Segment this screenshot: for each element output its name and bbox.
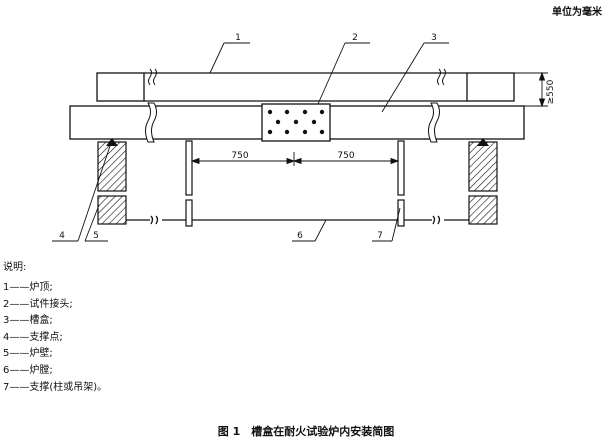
furnace-wall-right: [468, 141, 498, 225]
legend-title: 说明:: [3, 262, 27, 273]
trough-break-marks: [145, 102, 440, 143]
unit-note: 单位为毫米: [552, 7, 602, 18]
legend-item-furnace-wall: 5——炉壁;: [3, 348, 53, 360]
legend-item-furnace-chamber: 6——炉膛;: [3, 364, 53, 376]
furnace-wall-left: [97, 141, 127, 225]
support-points: [106, 138, 489, 146]
dimension-height: ≥550: [546, 79, 556, 104]
roof-break-marks: [148, 68, 446, 86]
furnace-chamber: [126, 215, 469, 225]
dimension-right-span: 750: [337, 151, 354, 161]
callout-6: 6: [297, 231, 303, 241]
callout-1: 1: [235, 33, 241, 43]
callout-2: 2: [352, 33, 358, 43]
callout-7: 7: [377, 231, 383, 241]
legend-item-cable-trough: 3——槽盒;: [3, 315, 53, 327]
legend-list: 1——炉顶; 2——试件接头; 3——槽盒; 4——支撑点; 5——炉壁; 6—…: [3, 280, 107, 396]
callout-4: 4: [59, 231, 65, 241]
callout-leaders: [52, 42, 449, 242]
furnace-roof: [96, 72, 515, 102]
dimension-left-span: 750: [231, 151, 248, 161]
legend-item-support-point: 4——支撑点;: [3, 331, 63, 343]
dimension-lines: [190, 71, 548, 166]
legend-item-furnace-roof: 1——炉顶;: [3, 282, 53, 293]
callout-3: 3: [431, 33, 437, 43]
callout-5: 5: [93, 231, 99, 241]
legend-item-support: 7——支撑(柱或吊架)。: [3, 381, 108, 393]
legend-item-specimen-joint: 2——试件接头;: [3, 298, 73, 310]
specimen-joint: [261, 103, 331, 142]
figure-caption: 图 1 槽盒在耐火试验炉内安装简图: [217, 425, 395, 438]
support-posts: [185, 140, 405, 227]
